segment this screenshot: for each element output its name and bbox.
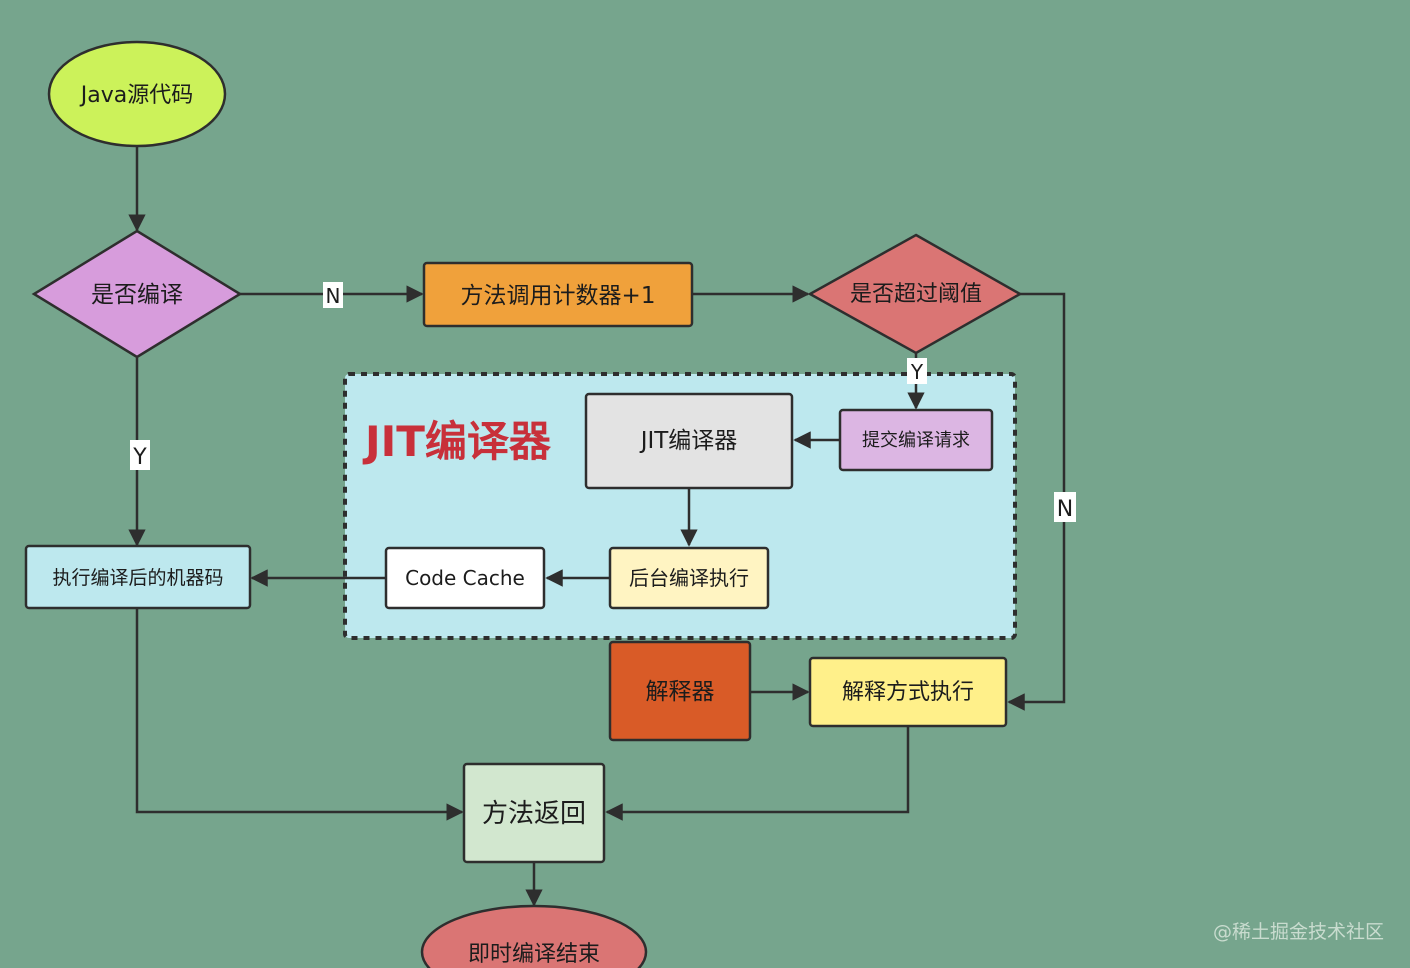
svg-text:执行编译后的机器码: 执行编译后的机器码 [52, 567, 223, 589]
svg-text:Y: Y [910, 360, 924, 384]
jit-group-title: JIT编译器 [362, 417, 552, 466]
svg-text:即时编译结束: 即时编译结束 [468, 942, 600, 967]
watermark: @稀土掘金技术社区 [1212, 921, 1384, 943]
node-is-compiled-decision: 是否编译 [31, 229, 243, 359]
edge-interpret-to-return [605, 726, 910, 821]
svg-text:Code Cache: Code Cache [405, 566, 525, 590]
node-execute-machine-code: 执行编译后的机器码 [24, 544, 252, 610]
svg-text:方法返回: 方法返回 [482, 799, 586, 829]
svg-text:解释器: 解释器 [646, 679, 715, 705]
edge-label-threshold-no: N [1054, 492, 1076, 522]
node-code-cache: Code Cache [384, 546, 546, 610]
node-background-compile: 后台编译执行 [608, 546, 770, 610]
node-over-threshold-decision: 是否超过阈值 [807, 233, 1023, 355]
svg-text:提交编译请求: 提交编译请求 [862, 430, 970, 451]
svg-text:后台编译执行: 后台编译执行 [629, 566, 749, 590]
node-jit-compiler: JIT编译器 [584, 392, 794, 490]
edge-label-compiled-no: N [323, 282, 343, 308]
svg-text:方法调用计数器+1: 方法调用计数器+1 [461, 283, 656, 309]
svg-text:N: N [1057, 497, 1073, 522]
node-jit-end: 即时编译结束 [420, 904, 648, 968]
svg-text:Y: Y [132, 445, 147, 470]
edge-exec-to-return [135, 609, 464, 821]
node-submit-compile-request: 提交编译请求 [838, 408, 994, 472]
svg-text:解释方式执行: 解释方式执行 [842, 680, 974, 705]
svg-text:是否超过阈值: 是否超过阈值 [850, 282, 982, 307]
svg-text:Java源代码: Java源代码 [79, 83, 193, 108]
svg-text:是否编译: 是否编译 [91, 282, 183, 308]
node-invocation-counter: 方法调用计数器+1 [422, 261, 694, 328]
node-interpreter: 解释器 [608, 640, 752, 742]
node-interpret-execute: 解释方式执行 [808, 656, 1008, 728]
svg-text:JIT编译器: JIT编译器 [639, 428, 738, 454]
node-method-return: 方法返回 [462, 762, 606, 864]
svg-text:N: N [326, 284, 341, 308]
edge-label-threshold-yes: Y [907, 358, 927, 384]
edge-label-compiled-yes: Y [130, 440, 150, 470]
node-java-source: Java源代码 [47, 40, 227, 148]
